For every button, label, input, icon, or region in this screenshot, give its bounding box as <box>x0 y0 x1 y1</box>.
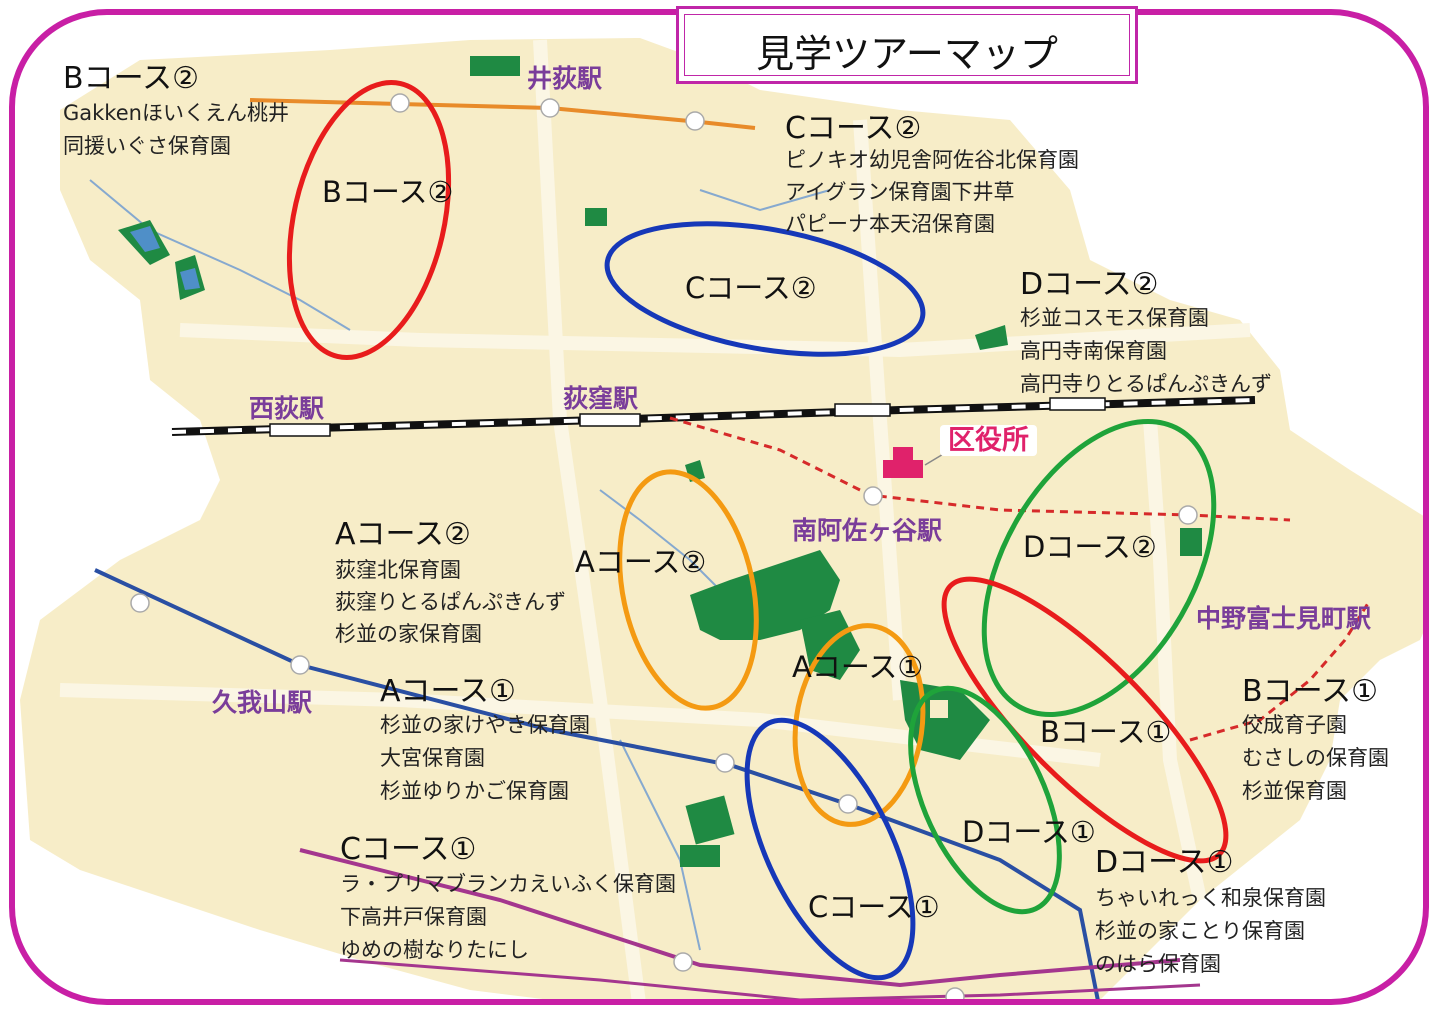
ward-land-area <box>20 38 1426 1002</box>
course-d1-title: Dコース① <box>1095 845 1234 880</box>
course-b2-nursery-2: 同援いぐさ保育園 <box>63 134 231 158</box>
course-d1-nursery-2: 杉並の家ことり保育園 <box>1095 919 1305 943</box>
oval-label-b2: Bコース② <box>322 175 454 209</box>
oval-b2 <box>286 80 452 360</box>
map-title-inner-border <box>684 14 1130 76</box>
oval-c1 <box>744 717 916 981</box>
oval-label-d2: Dコース② <box>1023 530 1157 564</box>
map-title: 見学ツアーマップ <box>756 32 1058 76</box>
course-d2-nursery-3: 高円寺りとるぱんぷきんず <box>1020 372 1272 396</box>
station-nishiogi: 西荻駅 <box>249 394 325 423</box>
course-b1-nursery-1: 佼成育子園 <box>1242 713 1347 737</box>
oval-c2 <box>604 221 926 357</box>
course-c2-title: Cコース② <box>785 111 922 146</box>
course-a2-nursery-1: 荻窪北保育園 <box>335 558 461 582</box>
oval-label-a1: Aコース① <box>792 650 924 684</box>
course-c1-nursery-1: ラ・プリマブランカえいふく保育園 <box>340 872 676 896</box>
oval-d2 <box>981 419 1217 717</box>
station-nakanofujimicho: 中野富士見町駅 <box>1196 604 1372 633</box>
course-b1-title: Bコース① <box>1242 674 1378 709</box>
course-d1-nursery-1: ちゃいれっく和泉保育園 <box>1095 886 1326 910</box>
course-d2-nursery-1: 杉並コスモス保育園 <box>1020 306 1209 330</box>
marunouchi-line <box>669 416 1372 742</box>
station-kugayama: 久我山駅 <box>212 688 313 717</box>
seibu-line <box>249 93 756 131</box>
course-d1-nursery-3: のはら保育園 <box>1095 952 1221 976</box>
course-b1-nursery-2: むさしの保育園 <box>1242 746 1389 770</box>
course-a2-title: Aコース② <box>335 517 471 552</box>
oval-a1 <box>792 623 926 827</box>
course-a1-nursery-1: 杉並の家けやき保育園 <box>380 713 590 737</box>
oval-label-b1: Bコース① <box>1040 715 1172 749</box>
ponds <box>130 226 948 718</box>
course-a1-nursery-3: 杉並ゆりかご保育園 <box>380 779 569 803</box>
course-ovals <box>286 80 1229 981</box>
course-a2-nursery-3: 杉並の家保育園 <box>335 622 482 646</box>
oval-b1 <box>941 576 1229 864</box>
course-b2-nursery-1: Gakkenほいくえん桃井 <box>63 101 289 125</box>
course-a1-nursery-2: 大宮保育園 <box>380 746 485 770</box>
station-minamiasagaya: 南阿佐ヶ谷駅 <box>792 516 943 545</box>
oval-label-c1: Cコース① <box>808 890 940 924</box>
oval-label-d1: Dコース① <box>962 815 1096 849</box>
course-d2-title: Dコース② <box>1020 267 1159 302</box>
course-c1-title: Cコース① <box>340 832 477 867</box>
ward-office-label: 区役所 <box>940 425 1037 456</box>
course-a1-title: Aコース① <box>380 674 516 709</box>
course-c2-nursery-3: パピーナ本天沼保育園 <box>785 212 995 236</box>
course-b2-title: Bコース② <box>63 61 199 96</box>
oval-label-a2: Aコース② <box>575 545 707 579</box>
course-c1-nursery-3: ゆめの樹なりたにし <box>340 938 529 962</box>
course-c2-nursery-2: アイグラン保育園下井草 <box>785 180 1015 204</box>
jr-chuo-line <box>171 396 1256 437</box>
course-a2-nursery-2: 荻窪りとるぱんぷきんず <box>335 590 566 614</box>
course-c2-nursery-1: ピノキオ幼児舎阿佐谷北保育園 <box>785 148 1079 172</box>
oval-a2 <box>617 469 759 711</box>
course-b1-nursery-3: 杉並保育園 <box>1242 779 1347 803</box>
streams <box>89 179 831 951</box>
oval-d1 <box>908 685 1062 915</box>
course-d2-nursery-2: 高円寺南保育園 <box>1020 339 1167 363</box>
oval-label-c2: Cコース② <box>685 271 817 305</box>
station-ogikubo: 荻窪駅 <box>563 384 639 413</box>
inokashira-line <box>94 568 1102 1002</box>
course-c1-nursery-2: 下高井戸保育園 <box>340 905 487 929</box>
map-title-box: 見学ツアーマップ <box>676 6 1138 84</box>
station-iogi: 井荻駅 <box>527 64 603 93</box>
